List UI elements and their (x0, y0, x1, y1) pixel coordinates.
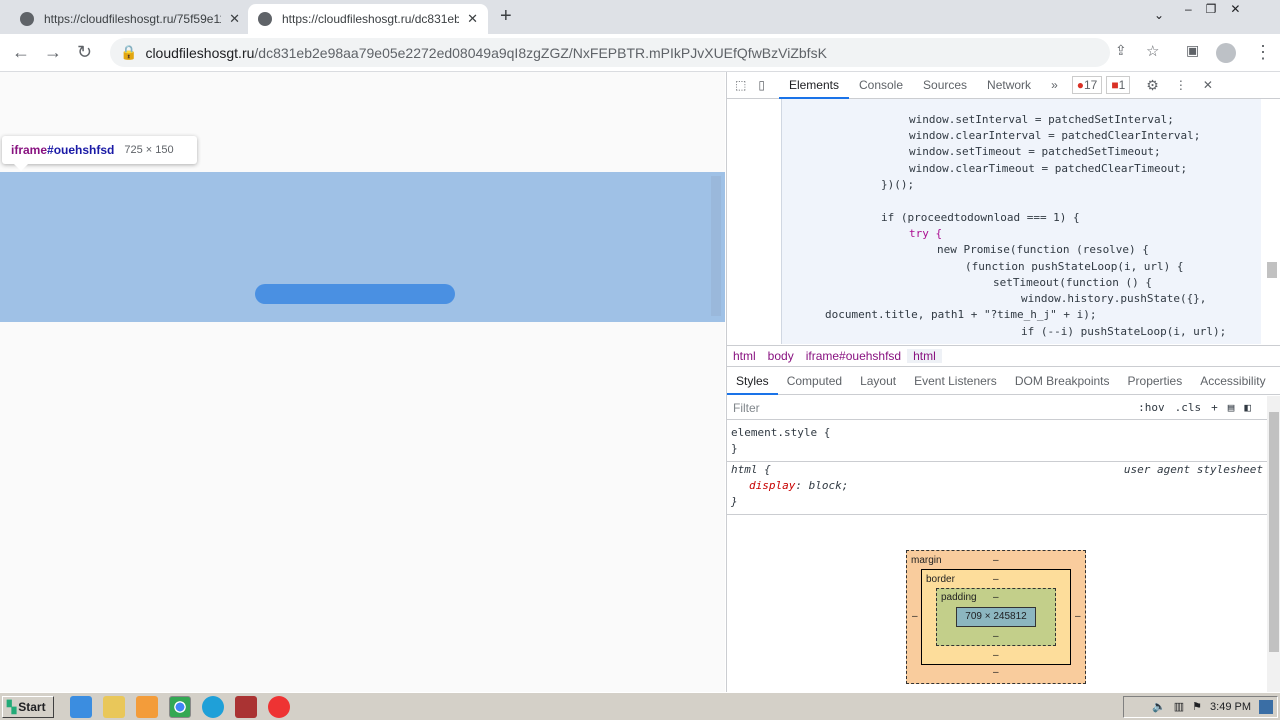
share-icon[interactable]: ⇪ (1115, 42, 1127, 58)
tab-event-listeners[interactable]: Event Listeners (914, 373, 997, 388)
window-controls[interactable]: –❐✕ (1185, 2, 1255, 16)
tab-1[interactable]: https://cloudfileshosgt.ru/75f59e11✕ (10, 4, 250, 34)
tab-elements[interactable]: Elements (778, 72, 849, 99)
profile-avatar[interactable] (1216, 43, 1236, 63)
code-line: window.history.pushState({}, (1021, 292, 1207, 305)
url-input[interactable]: 🔒cloudfileshosgt.ru/dc831eb2e98aa79e05e2… (110, 38, 1110, 67)
address-bar: ← → ↻ 🔒cloudfileshosgt.ru/dc831eb2e98aa7… (0, 34, 1280, 72)
gutter (727, 99, 782, 344)
box-model-content: 709 × 245812 (956, 607, 1036, 627)
issues-badge[interactable]: ■1 (1106, 76, 1131, 94)
taskbar: ▚Start 🔈 ▥ ⚑ 3:49 PM (0, 692, 1280, 720)
code-line: window.setTimeout = patchedSetTimeout; (909, 145, 1161, 158)
back-icon[interactable]: ← (12, 42, 30, 62)
code-line: (function pushStateLoop(i, url) { (965, 260, 1184, 273)
media-player-icon[interactable] (136, 695, 158, 718)
inspect-icon[interactable]: ⬚ (735, 78, 747, 92)
breadcrumb: html body iframe#ouehshfsd html (727, 345, 1280, 367)
styles-tabs: Styles Computed Layout Event Listeners D… (727, 368, 1280, 395)
crumb-body[interactable]: body (767, 349, 794, 363)
tab-console[interactable]: Console (858, 77, 904, 92)
forward-icon[interactable]: → (44, 42, 62, 62)
styles-filter-input[interactable]: Filter :hov.cls+▤◧ (727, 396, 1267, 420)
tab-sources[interactable]: Sources (923, 77, 968, 92)
explorer-icon[interactable] (103, 695, 125, 718)
network-icon[interactable]: ▥ (1173, 701, 1185, 713)
tab-layout[interactable]: Layout (860, 373, 897, 388)
devtools-toolbar: ⬚ ▯ Elements Console Sources Network » ●… (727, 72, 1280, 99)
rule-element-style: element.style {} (727, 421, 1267, 462)
crumb-html[interactable]: html (733, 349, 756, 363)
tab-accessibility[interactable]: Accessibility (1200, 373, 1266, 388)
more-options-icon[interactable]: ⋮ (1174, 78, 1187, 92)
app-icon[interactable] (268, 695, 290, 718)
box-model-margin: margin – – – – border – – padding – – 70… (906, 550, 1086, 684)
tab-properties[interactable]: Properties (1127, 373, 1183, 388)
code-line: window.clearTimeout = patchedClearTimeou… (909, 162, 1188, 175)
iframe-scrollbar[interactable] (711, 176, 721, 316)
edge-icon[interactable] (202, 695, 224, 718)
settings-gear-icon[interactable]: ⚙ (1146, 76, 1159, 93)
start-button[interactable]: ▚Start (2, 695, 54, 718)
tab-strip: https://cloudfileshosgt.ru/75f59e11✕ htt… (0, 0, 1280, 34)
code-line: document.title, path1 + "?time_h_j" + i)… (825, 308, 1097, 321)
box-model-padding: padding – – 709 × 245812 (936, 588, 1056, 646)
code-line: if (--i) pushStateLoop(i, url); (1021, 325, 1227, 338)
code-scrollbar[interactable] (1261, 99, 1280, 344)
close-tab-icon[interactable]: ✕ (229, 11, 240, 26)
close-tab-icon[interactable]: ✕ (467, 11, 478, 26)
winrar-icon[interactable] (235, 695, 257, 718)
code-line: new Promise(function (resolve) { (937, 243, 1149, 256)
code-line: })(); (881, 178, 915, 191)
cls-toggle[interactable]: .cls (1174, 401, 1202, 414)
tab-computed[interactable]: Computed (786, 373, 843, 388)
show-desktop-icon[interactable] (1259, 699, 1273, 714)
code-line: try { (909, 227, 943, 240)
ie-icon[interactable] (70, 695, 92, 718)
lock-icon: 🔒 (120, 44, 138, 60)
code-line: window.clearInterval = patchedClearInter… (909, 129, 1201, 142)
tab-network[interactable]: Network (987, 77, 1032, 92)
bookmark-star-icon[interactable]: ☆ (1146, 43, 1160, 60)
tab-dom-breakpoints[interactable]: DOM Breakpoints (1014, 373, 1110, 388)
tab-search-icon[interactable]: ⌄ (1154, 8, 1165, 22)
new-rule-button[interactable]: + (1211, 401, 1218, 414)
toggle-sidebar-icon[interactable]: ◧ (1244, 401, 1251, 414)
styles-scrollbar[interactable] (1267, 396, 1280, 692)
devtools-panel: ⬚ ▯ Elements Console Sources Network » ●… (726, 72, 1280, 692)
rule-html: html {user agent stylesheet display: blo… (727, 458, 1267, 515)
code-line: setTimeout(function () { (993, 276, 1152, 289)
tab-2[interactable]: https://cloudfileshosgt.ru/dc831eb2✕ (248, 4, 488, 34)
code-line: if (proceedtodownload === 1) { (881, 211, 1080, 224)
elements-source[interactable]: window.setInterval = patchedSetInterval;… (727, 99, 1261, 344)
progress-bar (255, 284, 455, 304)
globe-icon (20, 12, 34, 26)
reload-icon[interactable]: ↻ (77, 42, 93, 62)
sidebar-icon[interactable]: ▣ (1186, 42, 1200, 58)
system-tray: 🔈 ▥ ⚑ 3:49 PM (1123, 695, 1278, 718)
globe-icon (258, 12, 272, 26)
flag-icon[interactable]: ⚑ (1192, 701, 1203, 713)
chrome-icon[interactable] (169, 695, 191, 718)
crumb-iframe[interactable]: iframe#ouehshfsd (805, 349, 902, 363)
crumb-html-inner[interactable]: html (907, 349, 942, 363)
clock: 3:49 PM (1210, 700, 1251, 713)
errors-badge[interactable]: ●17 (1071, 76, 1103, 94)
code-line: window.setInterval = patchedSetInterval; (909, 113, 1174, 126)
box-model-border: border – – padding – – 709 × 245812 (921, 569, 1071, 665)
close-devtools-icon[interactable]: ✕ (1202, 78, 1213, 92)
volume-icon[interactable]: 🔈 (1152, 701, 1166, 713)
new-tab-button[interactable]: + (500, 5, 512, 27)
scroll-thumb[interactable] (1267, 262, 1277, 278)
tab-styles[interactable]: Styles (727, 368, 778, 395)
more-tabs-button[interactable]: » (1051, 77, 1058, 92)
windows-logo-icon: ▚ (7, 699, 17, 714)
hov-toggle[interactable]: :hov (1138, 401, 1165, 414)
paint-icon[interactable]: ▤ (1227, 401, 1235, 414)
menu-icon[interactable]: ⋮ (1254, 42, 1272, 62)
device-toggle-icon[interactable]: ▯ (758, 78, 765, 92)
